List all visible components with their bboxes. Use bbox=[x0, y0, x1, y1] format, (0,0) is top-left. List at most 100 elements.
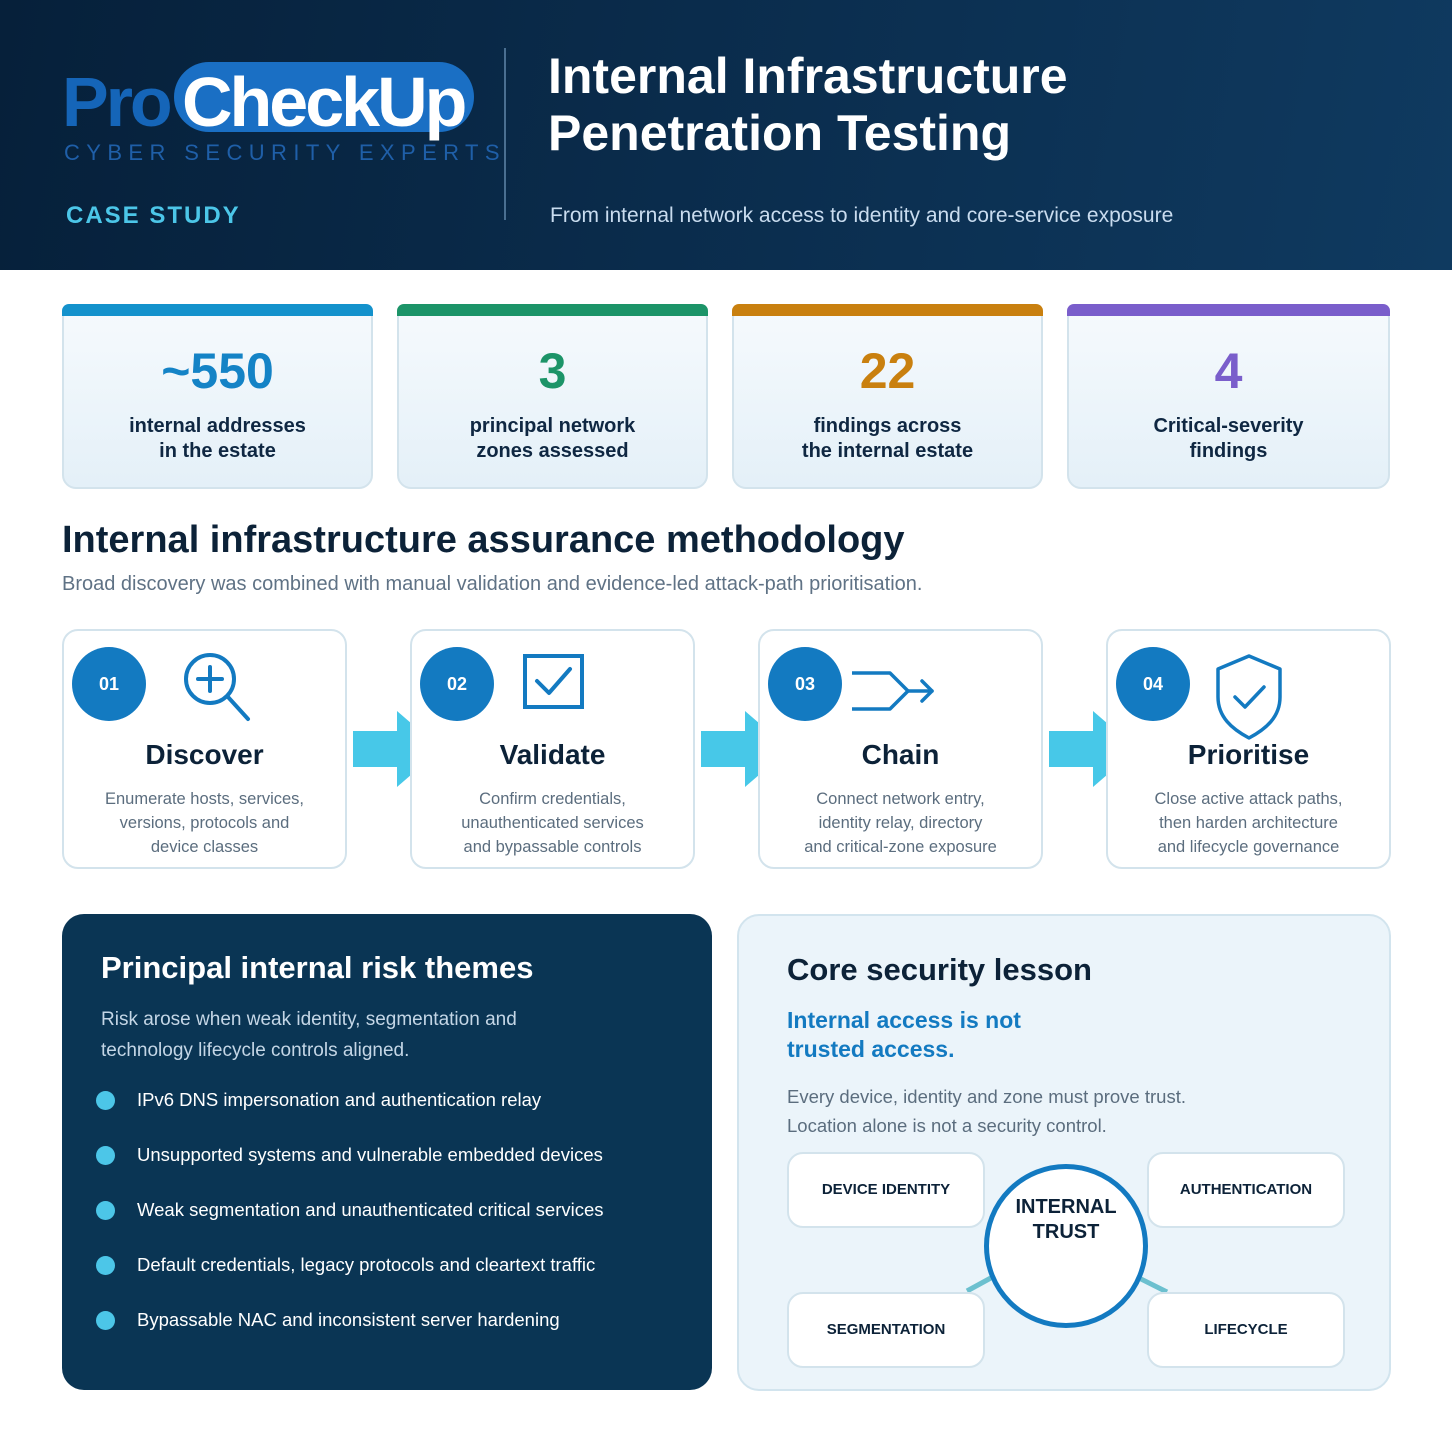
stat-card-findings: 22 findings across the internal estate bbox=[732, 304, 1043, 489]
step-card-chain: 03 Chain Connect network entry, identity… bbox=[758, 629, 1043, 869]
risk-item-text: Bypassable NAC and inconsistent server h… bbox=[137, 1309, 560, 1330]
step-title: Chain bbox=[861, 739, 940, 770]
stat-label-line2: in the estate bbox=[159, 440, 276, 462]
pill-device-identity: DEVICE IDENTITY bbox=[787, 1152, 985, 1228]
stat-label: principal network zones assessed bbox=[399, 414, 706, 464]
pill-lifecycle: LIFECYCLE bbox=[1147, 1292, 1345, 1368]
shield-check-icon bbox=[1216, 654, 1282, 740]
lesson-title: Core security lesson bbox=[787, 952, 1092, 987]
step-desc-line: Connect network entry, bbox=[816, 790, 985, 808]
stat-value: 4 bbox=[1214, 343, 1243, 399]
risk-item-text: Weak segmentation and unauthenticated cr… bbox=[137, 1199, 604, 1220]
risk-item-text: IPv6 DNS impersonation and authenticatio… bbox=[137, 1089, 542, 1110]
page-title-line2: Penetration Testing bbox=[548, 105, 1012, 161]
step-number-badge: 02 bbox=[420, 647, 494, 721]
methodology-title: Internal infrastructure assurance method… bbox=[62, 519, 905, 561]
risk-item-text: Unsupported systems and vulnerable embed… bbox=[137, 1144, 603, 1165]
internal-trust-label: INTERNAL TRUST bbox=[989, 1195, 1143, 1245]
pill-authentication: AUTHENTICATION bbox=[1147, 1152, 1345, 1228]
step-desc-line: Close active attack paths, bbox=[1154, 790, 1343, 808]
step-desc-line: then harden architecture bbox=[1159, 814, 1338, 832]
step-title: Validate bbox=[499, 739, 606, 770]
step-card-prioritise: 04 Prioritise Close active attack paths,… bbox=[1106, 629, 1391, 869]
lesson-highlight-line: trusted access. bbox=[787, 1036, 955, 1062]
stat-label: internal addresses in the estate bbox=[64, 414, 371, 464]
risk-panel-subtitle: Risk arose when weak identity, segmentat… bbox=[101, 1004, 621, 1066]
bullet-dot-icon bbox=[96, 1311, 115, 1330]
header-banner: Pro CheckUp CYBER SECURITY EXPERTS CASE … bbox=[0, 0, 1452, 270]
step-desc-line: unauthenticated services bbox=[461, 814, 644, 832]
stat-label-line2: zones assessed bbox=[476, 440, 629, 462]
risk-item-text: Default credentials, legacy protocols an… bbox=[137, 1254, 596, 1275]
stat-label-line1: principal network bbox=[469, 415, 636, 437]
step-description: Connect network entry, identity relay, d… bbox=[770, 787, 1031, 859]
risk-subtitle-line: technology lifecycle controls aligned. bbox=[101, 1040, 410, 1061]
stat-card-critical: 4 Critical-severity findings bbox=[1067, 304, 1390, 489]
step-desc-line: identity relay, directory bbox=[818, 814, 983, 832]
stat-accent-bar bbox=[62, 304, 373, 316]
stat-label-line2: findings bbox=[1189, 440, 1268, 462]
step-desc-line: Enumerate hosts, services, bbox=[105, 790, 304, 808]
page-title-line1: Internal Infrastructure bbox=[548, 48, 1068, 104]
internal-trust-circle: INTERNAL TRUST bbox=[984, 1164, 1148, 1328]
bullet-dot-icon bbox=[96, 1256, 115, 1275]
stat-card-zones: 3 principal network zones assessed bbox=[397, 304, 708, 489]
step-description: Close active attack paths, then harden a… bbox=[1118, 787, 1379, 859]
stat-accent-bar bbox=[1067, 304, 1390, 316]
stat-value: 22 bbox=[859, 343, 916, 399]
procheckup-logo: Pro CheckUp CYBER SECURITY EXPERTS bbox=[62, 58, 500, 168]
bullet-dot-icon bbox=[96, 1091, 115, 1110]
step-title: Discover bbox=[145, 739, 264, 770]
trust-label-line: INTERNAL bbox=[1015, 1196, 1117, 1218]
risk-panel-title: Principal internal risk themes bbox=[101, 950, 534, 985]
stat-card-addresses: ~550 internal addresses in the estate bbox=[62, 304, 373, 489]
bullet-dot-icon bbox=[96, 1201, 115, 1220]
step-description: Confirm credentials, unauthenticated ser… bbox=[422, 787, 683, 859]
stat-accent-bar bbox=[732, 304, 1043, 316]
step-card-validate: 02 Validate Confirm credentials, unauthe… bbox=[410, 629, 695, 869]
magnifier-plus-icon bbox=[184, 653, 250, 721]
checkbox-icon bbox=[523, 654, 584, 709]
logo-pro-text: Pro bbox=[62, 63, 173, 141]
lesson-body-line: Every device, identity and zone must pro… bbox=[787, 1086, 1186, 1107]
step-description: Enumerate hosts, services, versions, pro… bbox=[74, 787, 335, 859]
lesson-body-line: Location alone is not a security control… bbox=[787, 1115, 1107, 1136]
stat-value: ~550 bbox=[161, 343, 274, 399]
lesson-highlight: Internal access is not trusted access. bbox=[787, 1006, 1021, 1064]
step-title: Prioritise bbox=[1187, 739, 1310, 770]
stat-accent-bar bbox=[397, 304, 708, 316]
page-subtitle: From internal network access to identity… bbox=[550, 204, 1174, 227]
step-desc-line: and critical-zone exposure bbox=[804, 838, 997, 856]
step-desc-line: versions, protocols and bbox=[119, 814, 290, 832]
step-number-badge: 01 bbox=[72, 647, 146, 721]
step-desc-line: Confirm credentials, bbox=[479, 790, 626, 808]
page-title: Internal Infrastructure Penetration Test… bbox=[548, 48, 1408, 162]
stat-label-line1: Critical-severity bbox=[1153, 415, 1304, 437]
stat-label: Critical-severity findings bbox=[1069, 414, 1388, 464]
methodology-subtitle: Broad discovery was combined with manual… bbox=[62, 573, 923, 595]
step-card-discover: 01 Discover Enumerate hosts, services, v… bbox=[62, 629, 347, 869]
logo-pill-shape bbox=[174, 62, 474, 132]
stat-label-line2: the internal estate bbox=[801, 440, 974, 462]
risk-subtitle-line: Risk arose when weak identity, segmentat… bbox=[101, 1009, 517, 1030]
step-desc-line: and lifecycle governance bbox=[1157, 838, 1340, 856]
pill-segmentation: SEGMENTATION bbox=[787, 1292, 985, 1368]
step-desc-line: device classes bbox=[150, 838, 259, 856]
step-number-badge: 04 bbox=[1116, 647, 1190, 721]
step-number-badge: 03 bbox=[768, 647, 842, 721]
logo-tagline: CYBER SECURITY EXPERTS bbox=[64, 140, 506, 165]
case-study-label: CASE STUDY bbox=[66, 202, 241, 229]
logo-checkup-text: CheckUp bbox=[182, 63, 467, 141]
lesson-highlight-line: Internal access is not bbox=[787, 1007, 1021, 1033]
header-divider bbox=[504, 48, 506, 220]
stat-label-line1: internal addresses bbox=[129, 415, 306, 437]
bullet-dot-icon bbox=[96, 1146, 115, 1165]
trust-label-line: TRUST bbox=[1032, 1221, 1100, 1243]
stat-label-line1: findings across bbox=[813, 415, 962, 437]
step-desc-line: and bypassable controls bbox=[463, 838, 642, 856]
core-lesson-panel: Core security lesson Internal access is … bbox=[737, 914, 1391, 1391]
risk-themes-panel: Principal internal risk themes Risk aros… bbox=[62, 914, 712, 1390]
stat-label: findings across the internal estate bbox=[734, 414, 1041, 464]
stat-value: 3 bbox=[538, 343, 567, 399]
lesson-body: Every device, identity and zone must pro… bbox=[787, 1082, 1186, 1140]
